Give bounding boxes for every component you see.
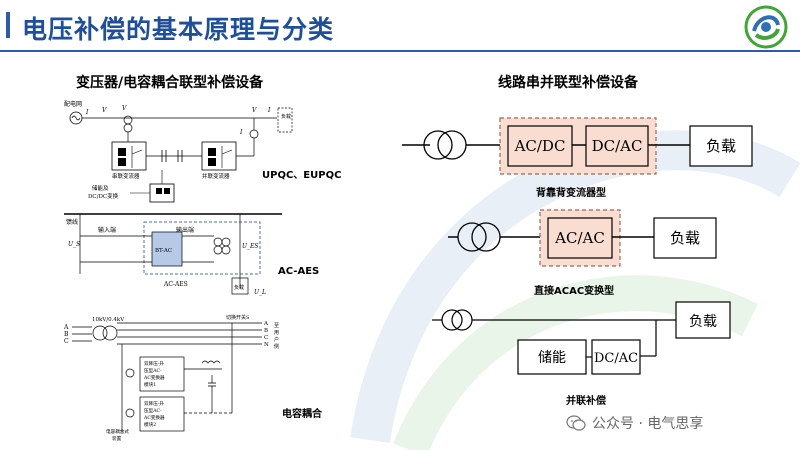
dcac-label: DC/AC [592,137,643,155]
back-to-back-caption: 背靠背变流器型 [536,188,606,199]
transformer-label: 10kV/0.4kV [92,317,125,323]
title-underline [0,50,800,52]
series-converter-label: 串联变流器 [112,172,140,180]
load-side-3: 户 [274,336,279,343]
input-label: 输入端 [98,226,116,234]
dcac-label-3: DC/AC [594,351,638,366]
direct-acac-caption: 直接ACAC变换型 [534,286,615,297]
module1-line3: AC变换器 [143,374,165,381]
shunt-converter-label: 并联变流器 [202,172,230,180]
back-to-back-diagram: AC/DC DC/AC 负载 [400,112,780,180]
acdc-label: AC/DC [514,137,566,155]
load-label-3: 负载 [689,314,717,330]
dcdc-label: DC/DC变换 [88,192,119,200]
wechat-account-text: 公众号 · 电气思享 [592,416,704,432]
shunt-compensation-diagram: 负载 储能 DC/AC [430,298,750,388]
ues-label: U_ES [242,243,259,250]
left-section-title: 变压器/电容耦合联型补偿设备 [76,75,264,91]
svg-text:V: V [252,107,257,114]
module2-line2: 压型AC- [144,407,162,414]
direct-acac-diagram: AC/AC 负载 [446,204,746,272]
load-side-2: 用 [274,330,279,336]
transformer-icon [423,130,453,160]
svg-text:V: V [102,107,107,114]
coupling-line1: 电容耦合式 [106,428,129,435]
acaes-load-label: 负载 [234,284,244,291]
title-accent-bar [6,12,10,38]
upqc-diagram: 配电网 I V V V I I 负载 串联变流器 并联变流器 [62,98,302,208]
switch-label: 切换开关S [226,314,250,321]
load-side-4: 侧 [274,343,279,350]
phase-out-b: B [264,328,268,334]
load-label-2: 负载 [670,229,700,247]
module1-line4: 模块1 [144,381,156,388]
module2-line3: AC变换器 [143,414,165,421]
phase-in-a: A [63,324,69,331]
acaes-name: AC-AES [163,281,188,288]
svg-text:I: I [239,129,243,136]
grid-label: 配电网 [64,100,82,108]
feeder-label: 馈线 [66,218,78,226]
phase-in-b: B [64,331,69,338]
phase-in-c: C [64,338,69,345]
page-title: 电压补偿的基本原理与分类 [22,15,335,44]
transformer-icon-2 [457,222,487,252]
upqc-caption: UPQC、EUPQC [262,170,342,181]
us-label: U_S [68,241,80,248]
transformer-icon-3 [441,309,463,331]
phase-out-c: C [264,335,268,341]
module2-line4: 模块2 [144,421,156,428]
svg-text:I: I [85,109,89,116]
load-side-1: 至 [274,323,279,329]
right-section-title: 线路串并联型补偿设备 [498,75,638,91]
svg-text:V: V [122,105,127,112]
module1-line1: 双降压-升 [144,360,164,367]
ul-label: U_L [254,289,266,296]
company-logo-icon [744,5,788,49]
acaes-caption: AC-AES [278,266,320,277]
module2-line1: 双降压-升 [144,400,164,407]
module1-line2: 压型AC- [144,367,162,374]
cap-coupling-diagram: 10kV/0.4kV 切换开关S A B C A B C N 至 用 户 侧 双… [62,313,282,443]
phase-out-n: N [264,342,269,348]
bt-ac-label: BT-AC [155,248,172,254]
storage-label-right: 储能 [538,350,566,366]
output-label: 输出端 [176,226,194,234]
upqc-load-label: 负载 [281,113,291,120]
phase-out-a: A [263,321,269,327]
cap-caption: 电容耦合 [282,409,322,420]
acaes-diagram: 馈线 U_S 输入端 输出端 BT-AC U_ES AC-AES 负载 U_L [64,212,284,300]
load-label-1: 负载 [706,137,736,155]
svg-text:I: I [267,107,271,114]
storage-label: 储能及 [92,184,109,192]
acac-label: AC/AC [554,229,605,247]
shunt-caption: 并联补偿 [566,396,606,407]
wechat-watermark: 公众号 · 电气思享 [566,412,703,434]
coupling-line2: 装置 [112,435,122,442]
wechat-icon [566,415,586,431]
header: 电压补偿的基本原理与分类 [0,0,800,58]
